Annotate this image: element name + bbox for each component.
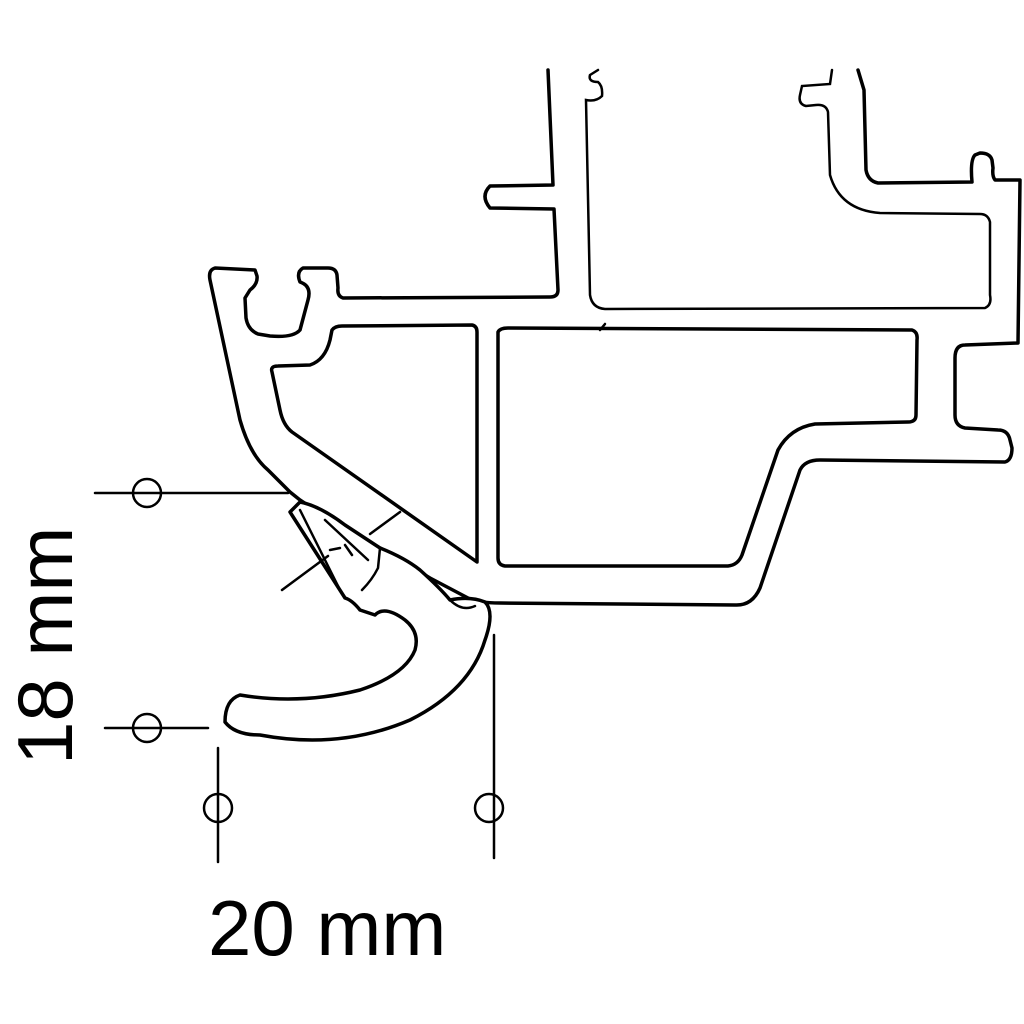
seam-mark	[598, 322, 607, 332]
dimension-20mm-lines	[202, 633, 505, 864]
dimension-height-label: 18 mm	[1, 527, 89, 765]
seal-lip-line	[280, 554, 330, 592]
frame-inner-wall	[584, 68, 992, 311]
seal-cut-line	[368, 510, 402, 536]
right-chamber	[496, 326, 919, 568]
seal-profile	[223, 500, 492, 742]
dimension-width-label: 20 mm	[208, 884, 446, 972]
left-chamber	[269, 323, 479, 564]
dimension-18mm-lines	[93, 477, 290, 744]
seal-detail	[298, 508, 477, 610]
